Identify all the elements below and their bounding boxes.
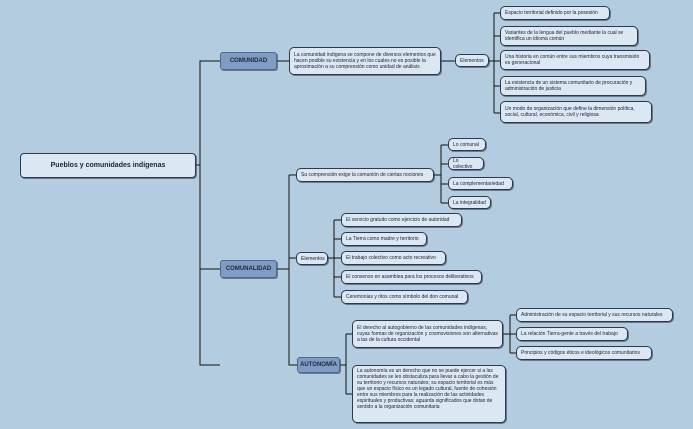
notion-1[interactable]: Lo comunal: [448, 138, 486, 151]
notion-3[interactable]: La complementariedad: [448, 177, 513, 190]
root-topic[interactable]: Pueblos y comunidades indígenas: [20, 153, 196, 178]
comunalidad-element-2[interactable]: La Tierra como madre y territorio: [341, 232, 427, 246]
autonomia-definition[interactable]: La autonomía es un derecho que no se pue…: [352, 365, 506, 423]
autonomia-item-2[interactable]: La relación Tierra-gente a través del tr…: [516, 327, 628, 341]
comunidad-element-1[interactable]: Espacio territorial definido por la pose…: [500, 6, 610, 20]
comunidad-topic[interactable]: COMUNIDAD: [220, 52, 277, 70]
comunidad-element-3[interactable]: Una historia en común entre sus miembros…: [500, 50, 650, 70]
comunalidad-element-1[interactable]: El servicio gratuito como ejercicio de a…: [341, 213, 462, 227]
comunidad-elements-label[interactable]: Elementos: [455, 54, 489, 67]
comunidad-element-2[interactable]: Variantes de la lengua del pueblo median…: [500, 26, 638, 46]
autonomia-topic[interactable]: AUTONOMÍA: [297, 357, 340, 373]
autonomia-right[interactable]: El derecho al autogobierno de las comuni…: [352, 320, 503, 348]
autonomia-item-3[interactable]: Principios y códigos éticos e ideológico…: [516, 346, 652, 360]
comunidad-element-4[interactable]: La existencia de un sistema comunitario …: [500, 76, 646, 96]
notion-2[interactable]: Lo colectivo: [448, 157, 484, 170]
comunalidad-element-4[interactable]: El consenso en asamblea para los proceso…: [341, 270, 482, 284]
comunidad-description[interactable]: La comunidad indígena se compone de dive…: [289, 47, 441, 75]
comunalidad-elements-label[interactable]: Elementos: [296, 252, 328, 265]
comunidad-element-5[interactable]: Un modo de organización que define la di…: [500, 101, 652, 123]
comunalidad-comprehension[interactable]: Su comprensión exige la comunión de cier…: [296, 168, 434, 182]
comunalidad-element-3[interactable]: El trabajo colectivo como acto recreativ…: [341, 251, 446, 265]
comunalidad-topic[interactable]: COMUNALIDAD: [220, 260, 277, 278]
comunalidad-element-5[interactable]: Ceremonias y ritos como símbolo del don …: [341, 290, 468, 304]
autonomia-item-1[interactable]: Administración de su espacio territorial…: [516, 308, 673, 322]
notion-4[interactable]: La integralidad: [448, 196, 491, 209]
